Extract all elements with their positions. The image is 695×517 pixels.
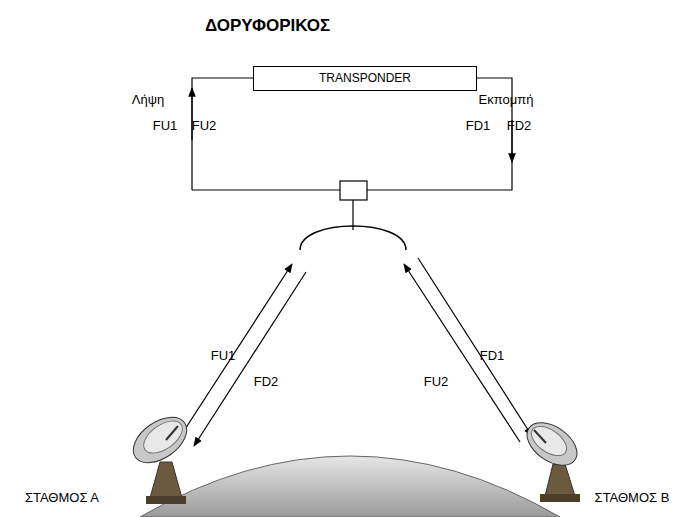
ground-station-b [519, 414, 584, 502]
frequency-label: FD2 [254, 375, 279, 389]
frequency-label: FD1 [480, 349, 505, 363]
station-label: ΣΤΑΘΜΟΣ Α [25, 491, 99, 505]
frequency-label: FU1 [211, 349, 236, 363]
direction-label: Λήψη [132, 93, 164, 107]
frequency-label: FU2 [192, 119, 217, 133]
earth-ground [140, 456, 560, 517]
transponder-box: TRANSPONDER [253, 66, 477, 91]
diagram-title: ΔΟΡΥΦΟΡΙΚΟΣ [205, 16, 330, 36]
frequency-label: FU1 [153, 119, 178, 133]
frequency-label: FD2 [507, 119, 532, 133]
radio-links [178, 258, 532, 446]
box-label: TRANSPONDER [319, 71, 411, 85]
station-label: ΣΤΑΘΜΟΣ Β [595, 491, 670, 505]
ground-station-a [125, 408, 195, 504]
frequency-label: FD1 [466, 119, 491, 133]
transponder-loop [192, 78, 512, 250]
direction-label: Εκπομπή [479, 93, 534, 107]
frequency-label: FU2 [424, 375, 449, 389]
